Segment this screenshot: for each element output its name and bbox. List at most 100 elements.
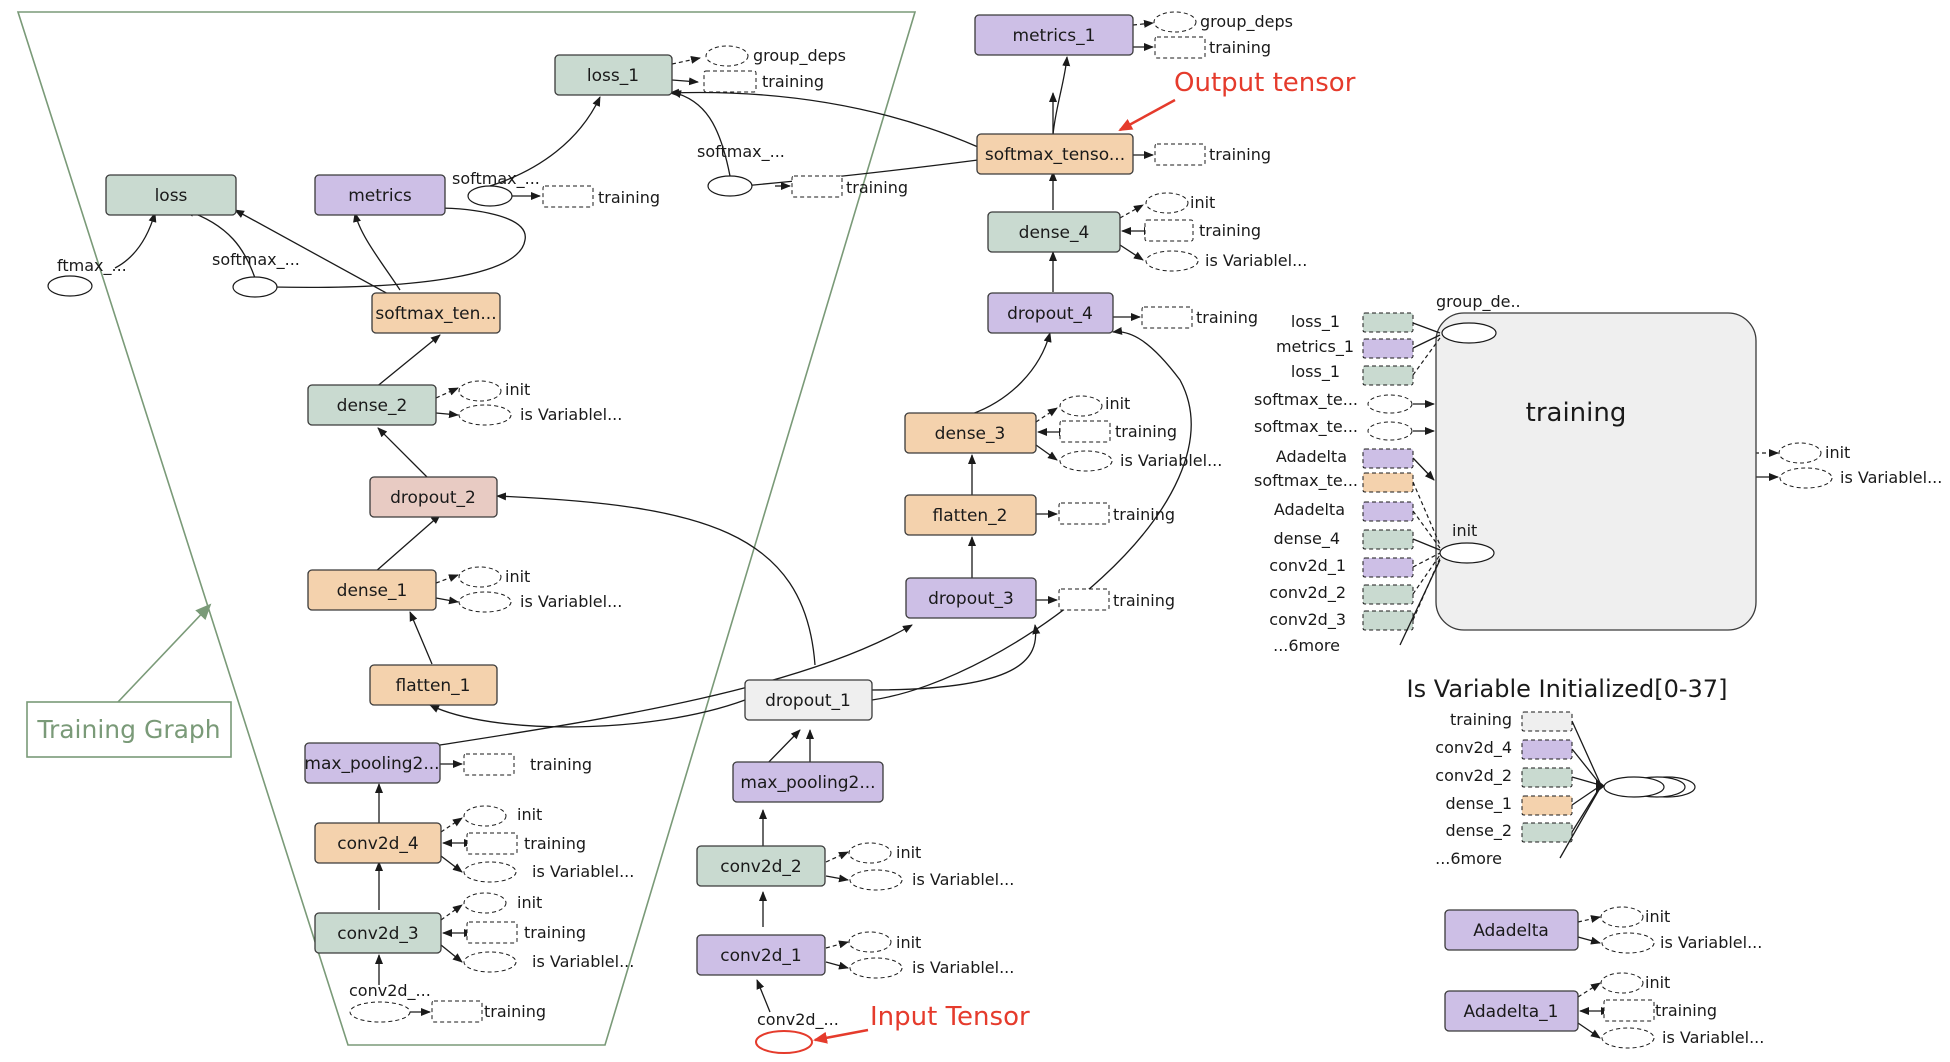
svg-text:init: init xyxy=(1190,193,1215,212)
svg-text:conv2d_...: conv2d_... xyxy=(349,981,431,1001)
svg-text:Adadelta: Adadelta xyxy=(1473,921,1549,941)
svg-text:training: training xyxy=(1113,591,1175,610)
node-conv2d_4[interactable]: conv2d_4 xyxy=(314,822,442,864)
svg-text:training: training xyxy=(1450,710,1512,729)
svg-text:dense_1: dense_1 xyxy=(1446,794,1513,814)
svg-text:Adadelta: Adadelta xyxy=(1276,447,1347,466)
svg-text:Output tensor: Output tensor xyxy=(1174,68,1356,98)
svg-text:is Variablel...: is Variablel... xyxy=(1840,468,1942,487)
svg-text:is Variablel...: is Variablel... xyxy=(520,592,622,611)
svg-text:...6more: ...6more xyxy=(1273,636,1340,655)
svg-text:conv2d_4: conv2d_4 xyxy=(1435,738,1512,758)
svg-text:init: init xyxy=(1452,521,1477,540)
svg-text:loss: loss xyxy=(155,186,188,206)
svg-text:dense_1: dense_1 xyxy=(337,581,408,601)
svg-text:dropout_4: dropout_4 xyxy=(1007,304,1093,324)
svg-text:training: training xyxy=(1209,38,1271,57)
node-dropout_2[interactable]: dropout_2 xyxy=(369,476,498,518)
node-dense_1[interactable]: dense_1 xyxy=(307,569,437,611)
svg-text:loss_1: loss_1 xyxy=(1291,362,1340,382)
node-dropout_4[interactable]: dropout_4 xyxy=(987,292,1114,334)
svg-text:training: training xyxy=(846,178,908,197)
training-inputs: loss_1 metrics_1 loss_1 softmax_te... so… xyxy=(1254,312,1441,655)
node-loss_1[interactable]: loss_1 xyxy=(554,54,673,96)
node-conv2d_3[interactable]: conv2d_3 xyxy=(314,912,442,954)
svg-text:init: init xyxy=(1105,394,1130,413)
svg-text:training: training xyxy=(1199,221,1261,240)
svg-text:init: init xyxy=(1825,443,1850,462)
adadelta1-init-label: init xyxy=(1645,973,1670,992)
svg-text:softmax_te...: softmax_te... xyxy=(1254,417,1358,437)
adadelta-isvar-label: is Variablel... xyxy=(1660,933,1762,952)
svg-text:is Variablel...: is Variablel... xyxy=(912,958,1014,977)
svg-text:softmax_...: softmax_... xyxy=(697,142,785,162)
svg-text:group_deps: group_deps xyxy=(753,46,846,66)
svg-text:dense_2: dense_2 xyxy=(1446,821,1513,841)
svg-text:loss_1: loss_1 xyxy=(1291,312,1340,332)
svg-text:conv2d_...: conv2d_... xyxy=(757,1010,839,1030)
svg-text:max_pooling2...: max_pooling2... xyxy=(304,754,439,774)
svg-text:softmax_...: softmax_... xyxy=(452,169,540,189)
node-flatten_2[interactable]: flatten_2 xyxy=(904,494,1037,536)
svg-text:...6more: ...6more xyxy=(1435,849,1502,868)
adadelta1-training-label: training xyxy=(1655,1001,1717,1020)
node-dense_4[interactable]: dense_4 xyxy=(987,211,1121,253)
svg-text:Input Tensor: Input Tensor xyxy=(870,1002,1030,1032)
node-dropout_3[interactable]: dropout_3 xyxy=(905,577,1037,619)
is-variable-initialized-block[interactable]: Is Variable Initialized[0-37] training c… xyxy=(1407,675,1728,868)
svg-text:dense_4: dense_4 xyxy=(1274,529,1341,549)
node-adadelta[interactable]: Adadelta xyxy=(1444,909,1579,951)
input-tensor-annotation: Input Tensor xyxy=(755,1002,1030,1054)
side-labels: group_deps training group_deps training … xyxy=(57,12,1307,1030)
adadelta-init-label: init xyxy=(1645,907,1670,926)
svg-text:flatten_1: flatten_1 xyxy=(395,676,470,696)
svg-text:conv2d_1: conv2d_1 xyxy=(1269,556,1346,576)
node-dense_2[interactable]: dense_2 xyxy=(307,384,437,426)
svg-text:metrics: metrics xyxy=(348,186,412,206)
svg-text:training: training xyxy=(1196,308,1258,327)
svg-text:is Variablel...: is Variablel... xyxy=(532,862,634,881)
svg-text:dense_2: dense_2 xyxy=(337,396,408,416)
svg-text:dense_3: dense_3 xyxy=(935,424,1006,444)
node-metrics[interactable]: metrics xyxy=(314,174,446,216)
svg-text:dropout_3: dropout_3 xyxy=(928,589,1014,609)
svg-text:Adadelta_1: Adadelta_1 xyxy=(1464,1002,1559,1022)
svg-text:Adadelta: Adadelta xyxy=(1274,500,1345,519)
svg-text:group_de..: group_de.. xyxy=(1436,292,1521,312)
svg-text:is Variablel...: is Variablel... xyxy=(532,952,634,971)
svg-text:training: training xyxy=(762,72,824,91)
svg-text:conv2d_2: conv2d_2 xyxy=(1435,766,1512,786)
svg-text:softmax_...: softmax_... xyxy=(212,250,300,270)
satellite-shapes xyxy=(47,11,1833,1049)
left-graph-edges xyxy=(114,88,979,910)
training-block[interactable]: training group_de.. init init is Variabl… xyxy=(1435,292,1942,631)
svg-text:conv2d_3: conv2d_3 xyxy=(1269,610,1346,630)
node-adadelta_1[interactable]: Adadelta_1 xyxy=(1444,990,1579,1032)
svg-text:training: training xyxy=(1113,505,1175,524)
svg-text:training: training xyxy=(1209,145,1271,164)
node-dropout_1[interactable]: dropout_1 xyxy=(744,679,873,721)
node-metrics_1[interactable]: metrics_1 xyxy=(974,14,1134,56)
node-softmax-tenso[interactable]: softmax_tenso... xyxy=(976,133,1134,175)
node-conv2d_1[interactable]: conv2d_1 xyxy=(696,934,826,976)
svg-text:Is Variable Initialized[0-37]: Is Variable Initialized[0-37] xyxy=(1407,675,1728,703)
training-graph-outline xyxy=(16,11,917,1046)
svg-text:is Variablel...: is Variablel... xyxy=(912,870,1014,889)
svg-text:init: init xyxy=(505,567,530,586)
svg-text:conv2d_3: conv2d_3 xyxy=(337,924,419,944)
training-graph-annotation: Training Graph xyxy=(26,603,232,758)
node-max-pooling-mid[interactable]: max_pooling2... xyxy=(732,761,884,803)
svg-text:is Variablel...: is Variablel... xyxy=(1120,451,1222,470)
node-dense_3[interactable]: dense_3 xyxy=(904,412,1037,454)
svg-text:training: training xyxy=(524,923,586,942)
svg-text:flatten_2: flatten_2 xyxy=(932,506,1007,526)
svg-text:init: init xyxy=(517,893,542,912)
svg-text:softmax_ten...: softmax_ten... xyxy=(375,304,496,324)
node-loss[interactable]: loss xyxy=(105,174,237,216)
node-flatten_1[interactable]: flatten_1 xyxy=(369,664,498,706)
svg-text:metrics_1: metrics_1 xyxy=(1013,26,1096,46)
svg-text:softmax_te...: softmax_te... xyxy=(1254,471,1358,491)
node-softmax-ten-left[interactable]: softmax_ten... xyxy=(371,292,501,334)
node-conv2d_2[interactable]: conv2d_2 xyxy=(696,845,826,887)
node-max-pooling-left[interactable]: max_pooling2... xyxy=(304,742,441,784)
